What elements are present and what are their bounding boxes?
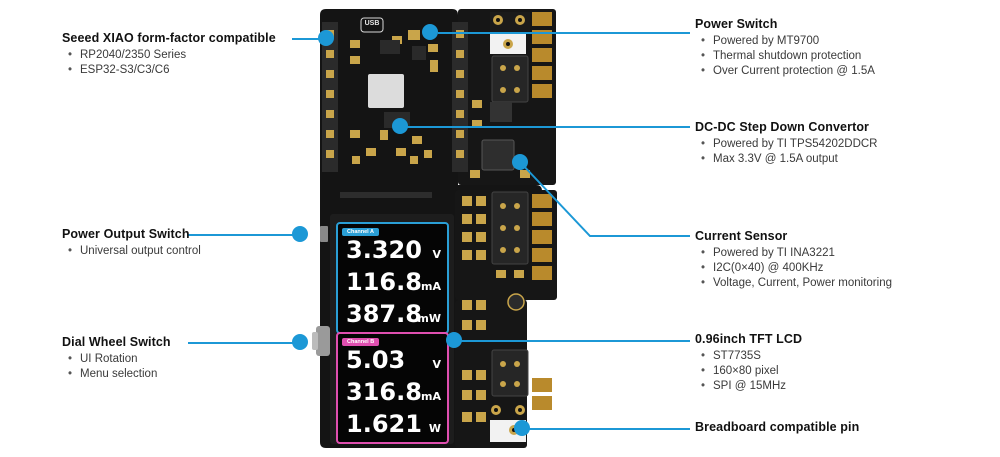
callout-breadboard-title: Breadboard compatible pin [695, 420, 860, 434]
channel-a-voltage: 3.320 [346, 236, 422, 264]
channel-b-power: 1.621 [346, 410, 422, 438]
leader-line-power-output [188, 234, 300, 236]
callout-dial-wheel-item: UI Rotation [62, 352, 171, 367]
channel-b-voltage-unit: V [432, 358, 441, 371]
callout-current-sensor-item: I2C(0×40) @ 400KHz [695, 261, 892, 276]
callout-xiao-item: ESP32-S3/C3/C6 [62, 63, 276, 78]
leader-line-breadboard [524, 428, 690, 430]
callout-power-switch: Power Switch Powered by MT9700 Thermal s… [695, 17, 875, 79]
leader-line-dcdc [402, 126, 690, 128]
callout-xiao-title: Seeed XIAO form-factor compatible [62, 31, 276, 45]
channel-a-power-unit: mW [417, 312, 441, 325]
channel-a-power: 387.8 [346, 300, 422, 328]
callout-dcdc-title: DC-DC Step Down Convertor [695, 120, 870, 134]
channel-a-current: 116.8 [346, 268, 422, 296]
callout-dial-wheel-title: Dial Wheel Switch [62, 335, 171, 349]
leader-line-power-switch [438, 32, 690, 34]
channel-a-voltage-unit: V [432, 248, 441, 261]
callout-lcd-item: ST7735S [695, 349, 802, 364]
callout-power-switch-item: Powered by MT9700 [695, 34, 875, 49]
callout-lcd-item: 160×80 pixel [695, 364, 802, 379]
leader-line-xiao [292, 38, 326, 40]
callout-xiao-item: RP2040/2350 Series [62, 48, 276, 63]
callout-dcdc-item: Max 3.3V @ 1.5A output [695, 152, 878, 167]
leader-dot-dial-wheel [292, 334, 308, 350]
callout-dcdc-item: Powered by TI TPS54202DDCR [695, 137, 878, 152]
leader-line-dial-wheel [188, 342, 300, 344]
callout-breadboard: Breadboard compatible pin [695, 420, 859, 434]
callout-lcd: 0.96inch TFT LCD ST7735S 160×80 pixel SP… [695, 332, 802, 394]
lcd-channel-a: Channel A 3.320 V 116.8 mA 387.8 mW [336, 222, 449, 334]
lcd-channel-b: Channel B 5.03 V 316.8 mA 1.621 W [336, 332, 449, 444]
callout-power-switch-item: Thermal shutdown protection [695, 49, 875, 64]
usb-label: USB [364, 20, 380, 27]
leader-dot-lcd [446, 332, 462, 348]
callout-power-output-item: Universal output control [62, 244, 201, 259]
channel-b-voltage: 5.03 [346, 346, 406, 374]
channel-b-current-unit: mA [421, 390, 441, 403]
callout-current-sensor-item: Powered by TI INA3221 [695, 246, 892, 261]
callout-xiao: Seeed XIAO form-factor compatible RP2040… [62, 31, 276, 78]
leader-dot-power-switch [422, 24, 438, 40]
callout-current-sensor-item: Voltage, Current, Power monitoring [695, 276, 892, 291]
channel-b-current: 316.8 [346, 378, 422, 406]
leader-dot-breadboard [514, 420, 530, 436]
callout-dcdc: DC-DC Step Down Convertor Powered by TI … [695, 120, 878, 167]
callout-lcd-title: 0.96inch TFT LCD [695, 332, 803, 346]
callout-current-sensor-title: Current Sensor [695, 229, 788, 243]
channel-a-tag: Channel A [342, 228, 379, 236]
leader-dot-xiao [318, 30, 334, 46]
callout-lcd-item: SPI @ 15MHz [695, 379, 802, 394]
callout-power-switch-item: Over Current protection @ 1.5A [695, 64, 875, 79]
channel-a-current-unit: mA [421, 280, 441, 293]
callout-dial-wheel: Dial Wheel Switch UI Rotation Menu selec… [62, 335, 171, 382]
callout-power-output-title: Power Output Switch [62, 227, 190, 241]
callout-power-switch-title: Power Switch [695, 17, 778, 31]
callout-power-output: Power Output Switch Universal output con… [62, 227, 201, 259]
channel-b-power-unit: W [428, 422, 441, 435]
leader-dot-dcdc [392, 118, 408, 134]
channel-b-tag: Channel B [342, 338, 380, 346]
callout-dial-wheel-item: Menu selection [62, 367, 171, 382]
leader-dot-power-output [292, 226, 308, 242]
leader-dot-current-sensor [512, 154, 528, 170]
leader-line-lcd [456, 340, 690, 342]
callout-current-sensor: Current Sensor Powered by TI INA3221 I2C… [695, 229, 892, 291]
